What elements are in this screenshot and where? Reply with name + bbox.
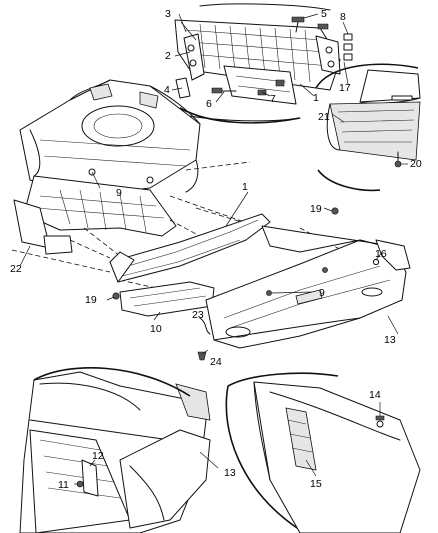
callout-9-upper: 9	[116, 187, 122, 199]
callout-8: 8	[340, 11, 346, 23]
callout-labels: 1 2 3 4 5 6 7 8 17 21 20 9 1 19 16 22 19…	[10, 8, 422, 491]
callout-11: 11	[58, 479, 69, 491]
callout-12: 12	[92, 450, 104, 462]
vehicle-rear-view	[19, 367, 211, 533]
callout-22: 22	[10, 263, 22, 275]
callout-9-lower: 9	[319, 287, 325, 299]
wire-23	[199, 317, 211, 335]
push-pin-fasteners-19	[112, 207, 339, 300]
callout-1-top: 1	[313, 92, 319, 104]
callout-4: 4	[164, 84, 170, 96]
callout-14: 14	[369, 389, 381, 401]
callout-5: 5	[321, 8, 327, 20]
callout-20: 20	[410, 158, 422, 170]
callout-16: 16	[375, 248, 387, 260]
callout-17: 17	[339, 82, 351, 94]
callout-19-right: 19	[310, 203, 322, 215]
callout-3: 3	[165, 8, 171, 20]
upper-fascia-detail-view	[315, 63, 421, 192]
leader-lines	[19, 13, 408, 485]
callout-15: 15	[310, 478, 322, 490]
callout-2: 2	[165, 50, 171, 62]
callout-13-lower: 13	[224, 467, 236, 479]
callout-6: 6	[206, 98, 212, 110]
reinforcement-detail-view	[169, 3, 353, 124]
callout-7: 7	[270, 93, 276, 105]
callout-19-left: 19	[85, 294, 97, 306]
callout-21: 21	[318, 111, 330, 123]
clip-24	[197, 351, 207, 361]
bumper-beam-1	[109, 213, 271, 283]
callout-13-main: 13	[384, 334, 396, 346]
callout-24: 24	[210, 356, 222, 368]
callout-23: 23	[192, 309, 204, 321]
bumper-fascia-13	[205, 225, 411, 349]
callout-1-middle: 1	[242, 181, 248, 193]
fascia-corner-detail-view	[225, 372, 421, 533]
vehicle-body-rear	[13, 79, 201, 255]
callout-10: 10	[150, 323, 162, 335]
